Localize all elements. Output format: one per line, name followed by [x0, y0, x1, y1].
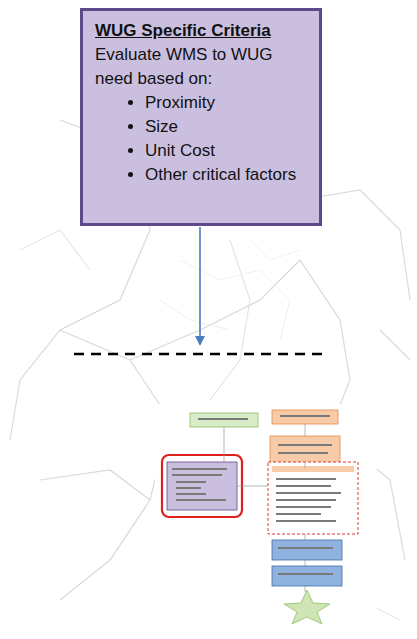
map-roads — [160, 240, 300, 340]
bullet-item: Other critical factors — [145, 163, 309, 187]
box-body: Evaluate WMS to WUG need based on: — [95, 43, 309, 91]
bullet-list: ProximitySizeUnit CostOther critical fac… — [95, 91, 309, 187]
bullet-item: Proximity — [145, 91, 309, 115]
box-heading: WUG Specific Criteria — [95, 19, 309, 43]
divider-dashed-line — [74, 353, 322, 356]
pointer-arrow — [199, 227, 201, 338]
bullet-item: Size — [145, 115, 309, 139]
pointer-arrowhead — [195, 336, 205, 346]
flowchart-thumbnail — [155, 404, 377, 624]
bullet-item: Unit Cost — [145, 139, 309, 163]
criteria-box: WUG Specific CriteriaEvaluate WMS to WUG… — [80, 8, 322, 226]
